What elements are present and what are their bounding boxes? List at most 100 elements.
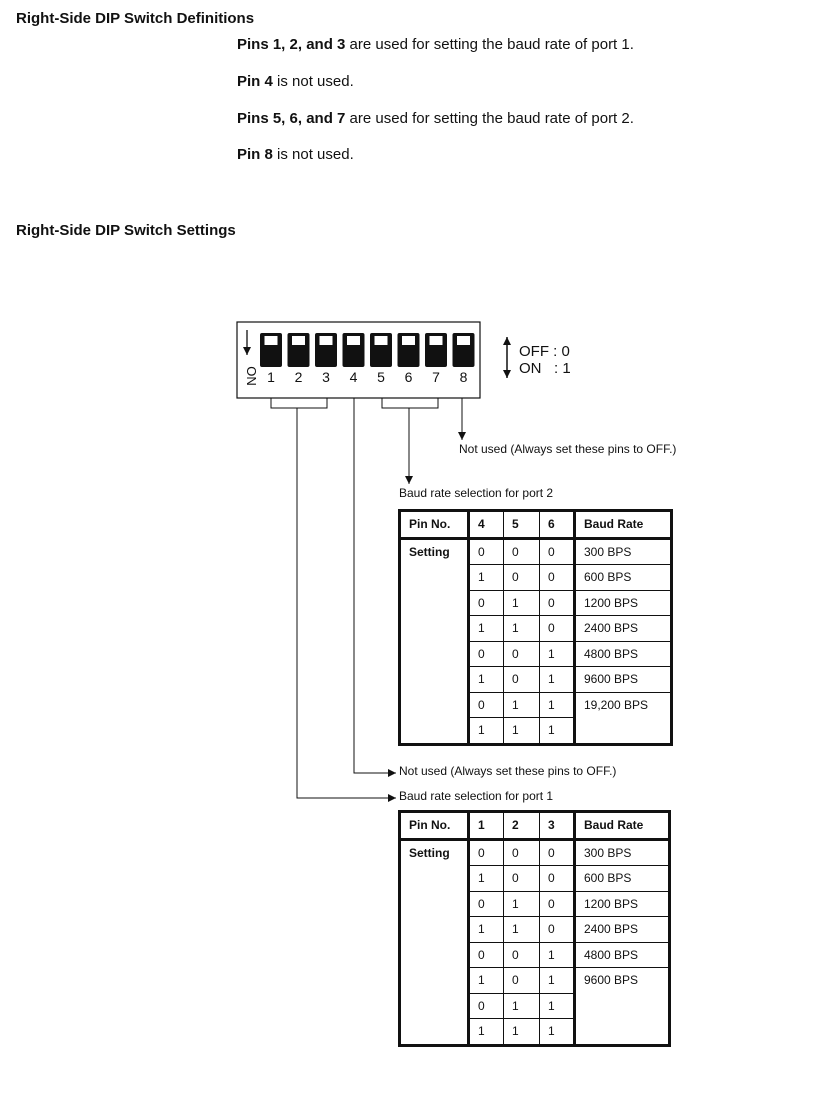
baud-rate-cell: 300 BPS <box>573 537 672 565</box>
baud-rate-cell: 600 BPS <box>573 865 670 892</box>
bit-cell: 1 <box>468 916 504 943</box>
baud-rate-cell: 2400 BPS <box>573 916 670 943</box>
definition-item: Pins 5, 6, and 7 are used for setting th… <box>237 110 634 127</box>
dip-pin-label: 3 <box>322 369 330 385</box>
dip-pin-label: 1 <box>267 369 275 385</box>
definition-item-text: is not used. <box>272 73 354 90</box>
dip-pin-6: 6 <box>397 333 420 385</box>
dip-pin-1: 1 <box>260 333 282 385</box>
port1-connector-arrow <box>296 408 396 802</box>
definition-item-bold: Pin 4 <box>237 73 273 90</box>
baud-rate-cell: 1200 BPS <box>573 890 670 917</box>
bit-cell: 1 <box>503 691 540 718</box>
on-label: ON <box>244 366 259 386</box>
baud-rate-cell: 600 BPS <box>573 564 672 591</box>
bit-cell: 0 <box>503 941 540 968</box>
bit-cell: 0 <box>539 589 575 616</box>
dip-pin-7: 7 <box>425 333 447 385</box>
bit-cell: 0 <box>539 865 575 892</box>
dip-pin-label: 8 <box>460 369 468 385</box>
table-row: 0 1 1 19,200 BPS <box>400 691 672 745</box>
bit-cell: 1 <box>539 666 575 693</box>
bit-cell: 1 <box>468 717 504 745</box>
definition-item: Pins 1, 2, and 3 are used for setting th… <box>237 36 634 53</box>
baud-rate-cell: 19,200 BPS <box>573 691 672 745</box>
bit-cell: 0 <box>503 564 540 591</box>
pin-header: 4 <box>468 510 504 540</box>
bit-cell: 0 <box>468 992 504 1019</box>
table-row: 1 0 0 600 BPS <box>400 564 672 591</box>
pin8-not-used-note: Not used (Always set these pins to OFF.) <box>459 442 677 456</box>
setting-label: Setting <box>399 838 470 1046</box>
bit-cell: 0 <box>539 838 575 866</box>
bit-cell: 0 <box>539 890 575 917</box>
table-row: 0 0 1 4800 BPS <box>400 941 670 968</box>
baud-rate-cell: 9600 BPS <box>573 967 670 1046</box>
baud-rate-header: Baud Rate <box>573 811 670 841</box>
baud-rate-cell: 300 BPS <box>573 838 670 866</box>
bit-cell: 1 <box>503 916 540 943</box>
pin-header: 1 <box>468 811 504 841</box>
bracket-pins-5-7 <box>381 398 439 409</box>
baud-rate-cell: 9600 BPS <box>573 666 672 693</box>
bit-cell: 1 <box>468 615 504 642</box>
off-legend-text: OFF : 0 <box>519 343 570 360</box>
port1-caption: Baud rate selection for port 1 <box>399 789 554 803</box>
bit-cell: 0 <box>468 537 504 565</box>
table-row: 1 1 0 2400 BPS <box>400 615 672 642</box>
pin4-not-used-note: Not used (Always set these pins to OFF.) <box>399 764 617 778</box>
bit-cell: 0 <box>468 941 504 968</box>
pin-header: 6 <box>539 510 575 540</box>
dip-pin-label: 7 <box>432 369 440 385</box>
bit-cell: 0 <box>503 640 540 667</box>
settings-heading: Right-Side DIP Switch Settings <box>16 222 236 239</box>
bit-cell: 1 <box>503 1018 540 1046</box>
table-row: 0 0 1 4800 BPS <box>400 640 672 667</box>
definition-item-bold: Pin 8 <box>237 146 273 163</box>
dip-pin-3: 3 <box>315 333 337 385</box>
definition-item-text: are used for setting the baud rate of po… <box>345 110 634 127</box>
bit-cell: 0 <box>503 537 540 565</box>
bit-cell: 1 <box>539 640 575 667</box>
bracket-pins-1-3 <box>270 398 328 409</box>
table-row: 1 0 1 9600 BPS <box>400 967 670 1046</box>
dip-pin-label: 6 <box>405 369 413 385</box>
bit-cell: 0 <box>468 890 504 917</box>
bit-cell: 0 <box>468 589 504 616</box>
bit-cell: 0 <box>503 838 540 866</box>
dip-pin-label: 2 <box>295 369 303 385</box>
dip-pin-4: 4 <box>342 333 365 385</box>
bit-cell: 1 <box>539 992 575 1019</box>
definition-item: Pin 4 is not used. <box>237 73 354 90</box>
pin-no-header: Pin No. <box>399 811 470 841</box>
dip-pin-5: 5 <box>370 333 392 385</box>
bit-cell: 0 <box>468 838 504 866</box>
table-row: 1 1 1 <box>400 1018 670 1046</box>
definition-item-text: is not used. <box>272 146 354 163</box>
baud-rate-header: Baud Rate <box>573 510 672 540</box>
definition-item-bold: Pins 1, 2, and 3 <box>237 36 346 53</box>
table-header-row: Pin No. 1 2 3 Baud Rate <box>399 811 670 841</box>
table-row: 1 1 1 <box>400 717 672 745</box>
port2-caption: Baud rate selection for port 2 <box>399 486 554 500</box>
bit-cell: 1 <box>539 967 575 994</box>
definition-item-bold: Pins 5, 6, and 7 <box>237 110 346 127</box>
pin-header: 3 <box>539 811 575 841</box>
bit-cell: 1 <box>503 589 540 616</box>
dip-switch-pins: 1 2 3 4 5 6 7 <box>260 333 475 385</box>
bit-cell: 1 <box>468 967 504 994</box>
bit-cell: 0 <box>468 691 504 718</box>
definition-item-text: are used for setting the baud rate of po… <box>345 36 634 53</box>
port2-baud-table: Pin No. 4 5 6 Baud Rate Setting 0 0 0 30… <box>398 509 673 746</box>
dip-pin-8: 8 <box>452 333 475 385</box>
dip-pin-2: 2 <box>287 333 310 385</box>
on-legend-text: ON : 1 <box>519 360 571 377</box>
dip-pin-label: 4 <box>350 369 358 385</box>
bit-cell: 0 <box>539 916 575 943</box>
pin-no-header: Pin No. <box>399 510 470 540</box>
bit-cell: 1 <box>503 992 540 1019</box>
bit-cell: 0 <box>503 967 540 994</box>
bit-cell: 1 <box>468 865 504 892</box>
table-row: Setting 0 0 0 300 BPS <box>399 838 670 1046</box>
